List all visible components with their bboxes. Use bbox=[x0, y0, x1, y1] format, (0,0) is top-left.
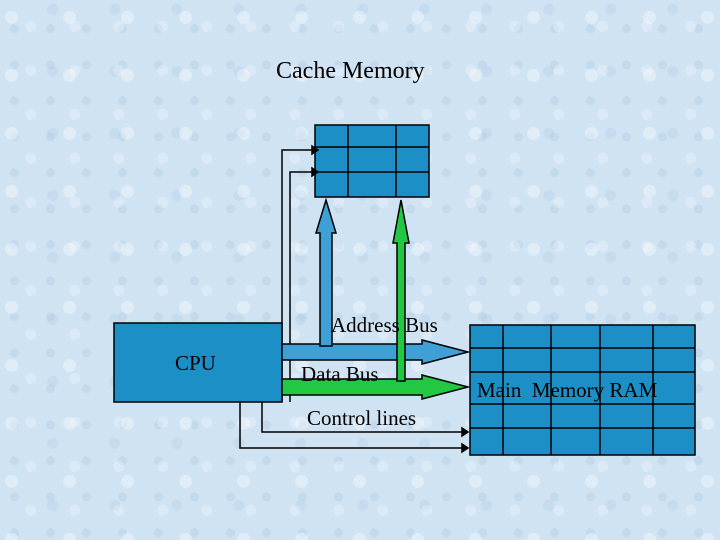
address-bus-label: Address Bus bbox=[331, 313, 438, 337]
main-memory-label: Main Memory RAM bbox=[477, 378, 658, 402]
main-memory-block bbox=[469, 324, 696, 456]
address-bus-cache-arrow bbox=[314, 197, 338, 347]
cpu-label: CPU bbox=[175, 351, 216, 375]
cache-memory-block bbox=[314, 124, 430, 198]
ram-control-lines bbox=[239, 402, 470, 454]
data-bus-label: Data Bus bbox=[301, 362, 379, 386]
data-bus-arrow bbox=[281, 374, 471, 400]
control-lines-label: Control lines bbox=[307, 406, 417, 430]
data-bus-cache-arrow bbox=[392, 199, 410, 382]
diagram-title: Cache Memory bbox=[276, 58, 425, 84]
cache-control-lines bbox=[281, 144, 320, 402]
address-bus-arrow bbox=[281, 339, 471, 365]
cpu-block bbox=[113, 322, 283, 403]
